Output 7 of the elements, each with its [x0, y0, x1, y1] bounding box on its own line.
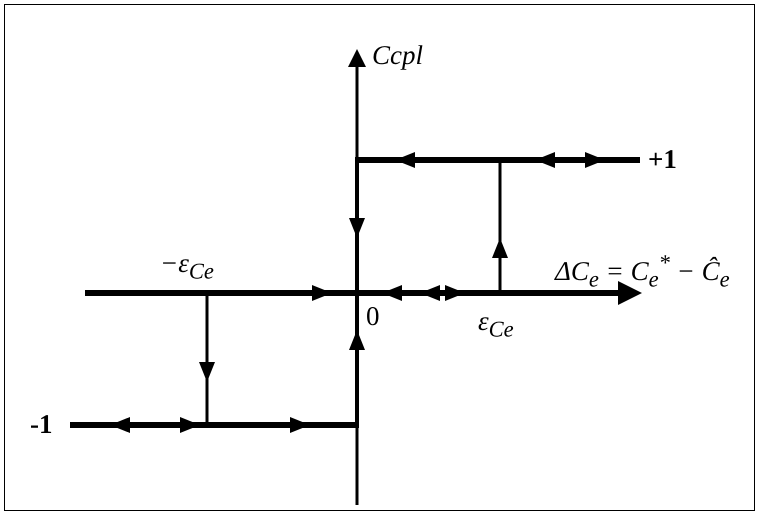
value-label: -1	[30, 411, 52, 438]
axis-label: Ccpl	[372, 42, 423, 69]
value-label: +1	[648, 146, 677, 173]
threshold-label: ε$_{Ce}$	[478, 308, 514, 341]
origin-label: 0	[366, 303, 380, 330]
threshold-label: −ε$_{Ce}$	[160, 250, 214, 283]
axis-label: ΔC$_{e}$ = C$_{e}$$^{*}$ − Ĉ$_{e}$	[555, 252, 730, 291]
